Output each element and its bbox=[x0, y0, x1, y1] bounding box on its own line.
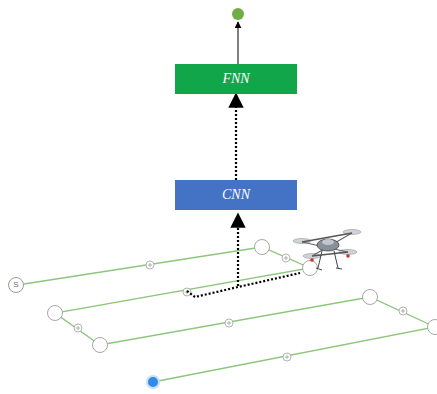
feature-arrow bbox=[237, 214, 239, 286]
network-box: FNN bbox=[175, 64, 297, 94]
start-marker: S bbox=[8, 277, 24, 293]
plus-marker bbox=[282, 254, 290, 262]
flight-path bbox=[24, 247, 435, 382]
plus-marker bbox=[74, 324, 82, 332]
node-label: CNN bbox=[222, 187, 250, 203]
output-dot bbox=[232, 8, 244, 20]
waypoint bbox=[255, 240, 270, 255]
node-label: S bbox=[13, 281, 18, 289]
output-arrow bbox=[238, 22, 239, 64]
plus-marker bbox=[283, 353, 291, 361]
waypoint bbox=[363, 290, 378, 305]
drone bbox=[293, 230, 361, 271]
plus-marker bbox=[146, 261, 154, 269]
feature-path bbox=[187, 273, 300, 297]
node-label: FNN bbox=[222, 71, 249, 87]
waypoint bbox=[303, 261, 318, 276]
waypoint bbox=[93, 338, 108, 353]
start-dot bbox=[147, 376, 159, 388]
plus-marker bbox=[399, 307, 407, 315]
waypoint bbox=[428, 320, 437, 335]
plus-marker bbox=[225, 319, 233, 327]
data-flow-arrow bbox=[235, 94, 237, 180]
waypoint bbox=[48, 306, 63, 321]
network-box: CNN bbox=[175, 180, 297, 210]
